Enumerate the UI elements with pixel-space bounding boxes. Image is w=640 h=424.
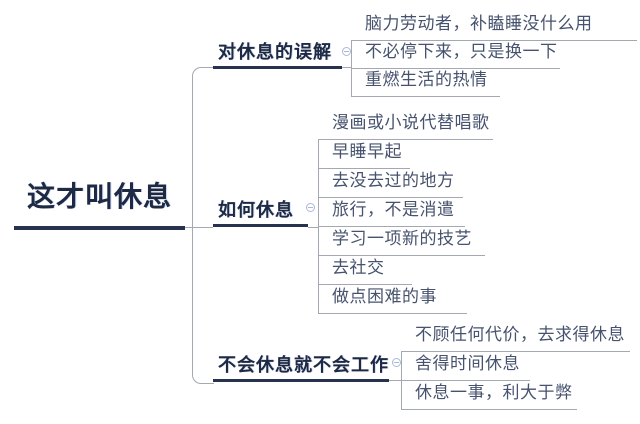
branch2-child-connector-line <box>308 227 318 228</box>
collapse-minus-icon[interactable] <box>392 358 401 367</box>
child-topic[interactable]: 早睡早起 <box>318 140 410 169</box>
child-topic[interactable]: 休息一事，利大于弊 <box>401 381 577 410</box>
minus-dash <box>344 51 349 52</box>
child-topic[interactable]: 学习一项新的技艺 <box>318 227 485 256</box>
child-topic[interactable]: 旅行，不是消遣 <box>318 198 465 227</box>
root-connector-line <box>185 227 213 228</box>
child-topic[interactable]: 重燃生活的热情 <box>351 68 500 97</box>
child-topic[interactable]: 去没去过的地方 <box>318 169 463 198</box>
child-topic[interactable]: 舍得时间休息 <box>401 352 530 381</box>
minus-dash <box>308 207 313 208</box>
branch-topic-cant-work[interactable]: 不会休息就不会工作 <box>213 353 389 382</box>
child-topic[interactable]: 不顾任何代价，去求得休息 <box>401 323 630 352</box>
child-topic[interactable]: 做点困难的事 <box>318 285 467 314</box>
child-topic[interactable]: 脑力劳动者，补瞌睡没什么用 <box>351 12 637 41</box>
branch3-child-connector-line <box>389 380 401 381</box>
minus-dash <box>394 362 399 363</box>
root-topic[interactable]: 这才叫休息 <box>14 180 185 230</box>
trunk-connector-line <box>192 67 214 384</box>
collapse-minus-icon[interactable] <box>342 47 351 56</box>
collapse-minus-icon[interactable] <box>306 203 315 212</box>
branch-topic-misunderstanding[interactable]: 对休息的误解 <box>213 40 342 69</box>
branch1-child-connector-line <box>342 67 352 68</box>
child-topic[interactable]: 漫画或小说代替唱歌 <box>318 111 493 140</box>
child-topic[interactable]: 去社交 <box>318 256 412 285</box>
child-topic[interactable]: 不必停下来，只是换一下 <box>351 40 560 69</box>
branch-topic-how-to-rest[interactable]: 如何休息 <box>213 198 308 227</box>
